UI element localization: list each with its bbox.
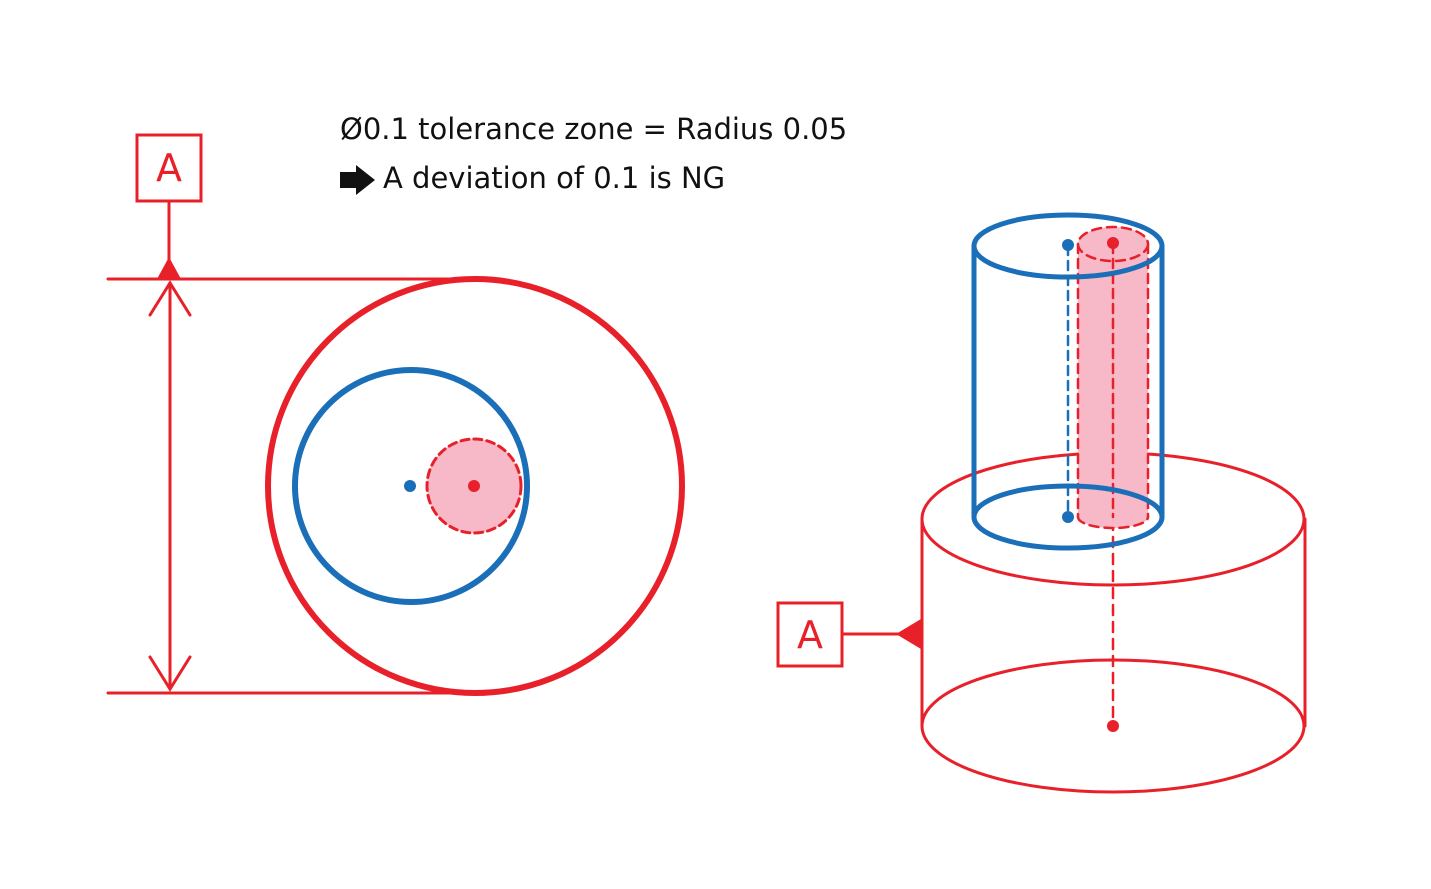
feature-axis-top-point <box>1062 239 1074 251</box>
datum-letter-front: A <box>156 146 182 190</box>
datum-outer-circle <box>265 276 685 696</box>
datum-axis-point <box>1107 720 1119 732</box>
dimension-arrow-bottom <box>148 655 192 692</box>
feature-center-point <box>404 480 416 492</box>
caption-line-1: Ø0.1 tolerance zone = Radius 0.05 <box>340 112 847 146</box>
front-view: A <box>106 133 685 696</box>
datum-box-front: A <box>135 133 203 203</box>
datum-triangle-iso <box>896 619 921 649</box>
caption: Ø0.1 tolerance zone = Radius 0.05 A devi… <box>340 112 847 195</box>
datum-center-point <box>468 480 480 492</box>
feature-cylinder <box>971 212 1165 551</box>
datum-box-iso: A <box>776 601 844 668</box>
right-arrow-icon <box>340 165 375 195</box>
caption-line-2: A deviation of 0.1 is NG <box>383 161 725 195</box>
feature-axis-bottom-point <box>1062 511 1074 523</box>
datum-letter-iso: A <box>797 613 823 657</box>
isometric-view: A <box>776 212 1307 794</box>
datum-triangle-front <box>157 257 181 279</box>
tolerance-zone-cylinder <box>1076 225 1150 530</box>
feature-circle <box>292 367 530 605</box>
dimension-arrow-top <box>148 280 192 317</box>
